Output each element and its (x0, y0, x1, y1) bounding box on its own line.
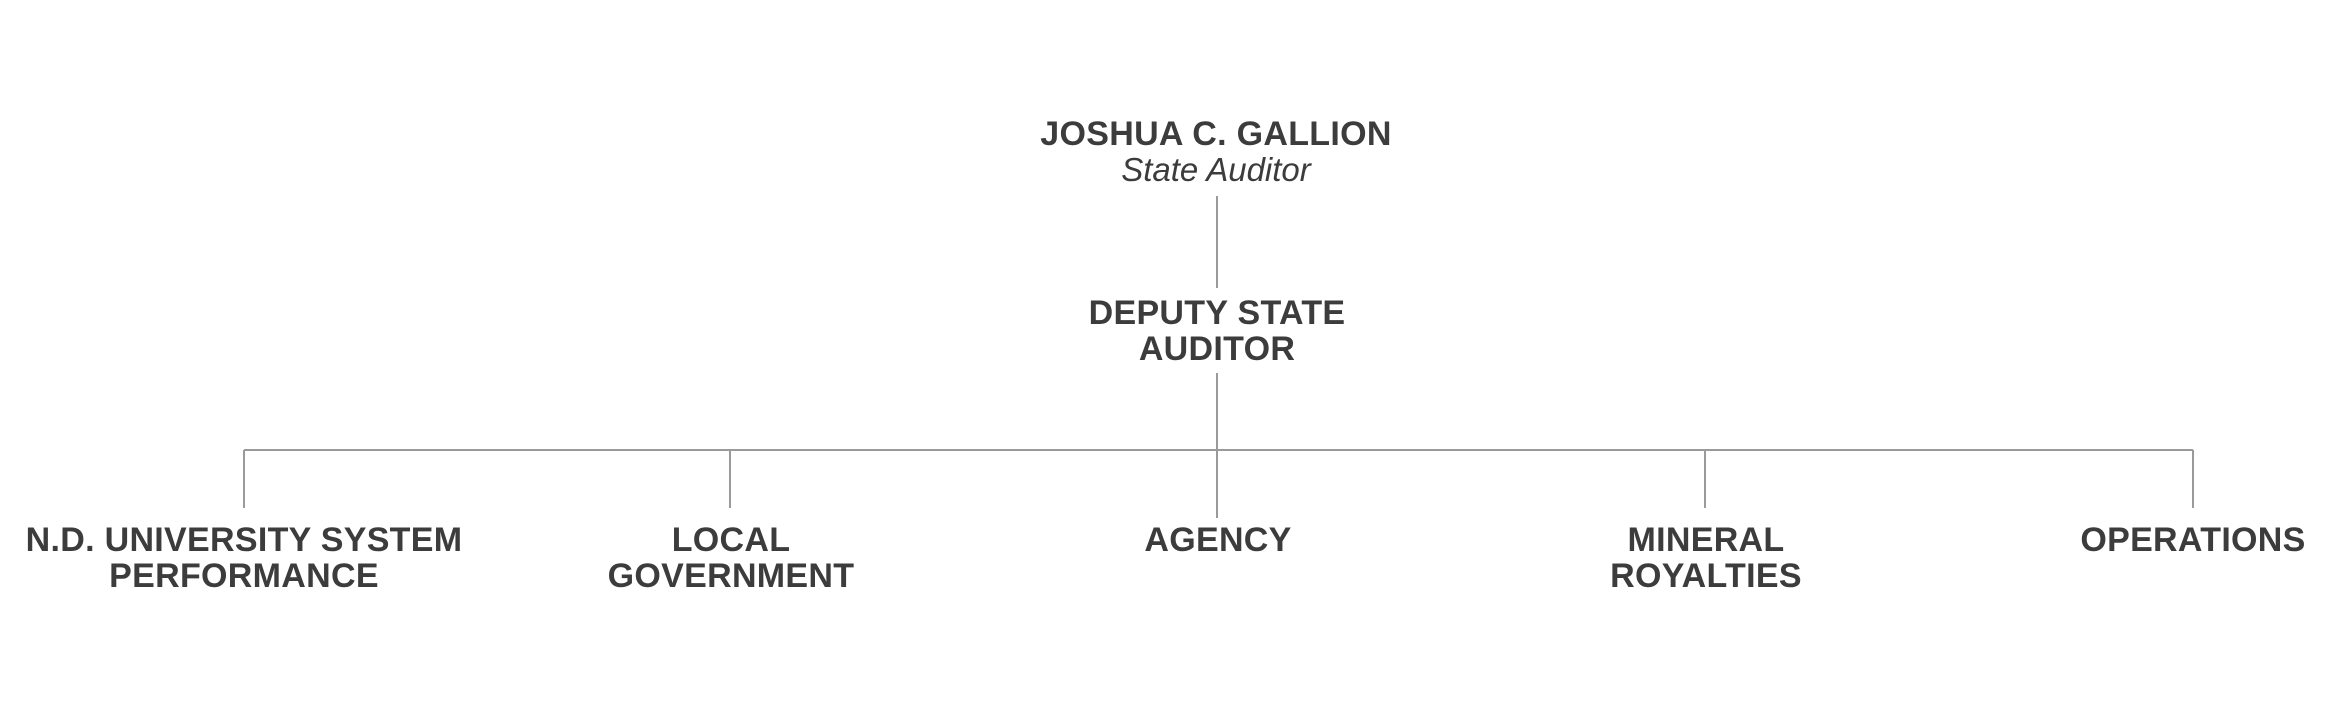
division-university-line2: PERFORMANCE (109, 557, 379, 595)
division-local-line2: GOVERNMENT (607, 557, 855, 595)
deputy-node: DEPUTY STATE AUDITOR (1089, 295, 1346, 367)
deputy-line2: AUDITOR (1138, 330, 1296, 368)
division-agency-node: AGENCY (1144, 522, 1291, 558)
head-node: JOSHUA C. GALLION State Auditor (1040, 116, 1391, 188)
division-mineral-node: MINERAL ROYALTIES (1610, 522, 1802, 594)
division-operations-line1: OPERATIONS (2080, 521, 2306, 559)
division-university-line1: N.D. UNIVERSITY SYSTEM (25, 521, 463, 559)
head-name: JOSHUA C. GALLION (1040, 115, 1392, 153)
division-university-node: N.D. UNIVERSITY SYSTEM PERFORMANCE (26, 522, 463, 594)
division-operations-node: OPERATIONS (2080, 522, 2305, 558)
deputy-line1: DEPUTY STATE (1088, 294, 1346, 332)
head-title: State Auditor (1121, 151, 1311, 188)
division-mineral-line1: MINERAL (1627, 521, 1785, 559)
division-local-line1: LOCAL (671, 521, 791, 559)
division-agency-line1: AGENCY (1144, 521, 1292, 559)
division-mineral-line2: ROYALTIES (1610, 557, 1802, 595)
division-local-node: LOCAL GOVERNMENT (608, 522, 855, 594)
